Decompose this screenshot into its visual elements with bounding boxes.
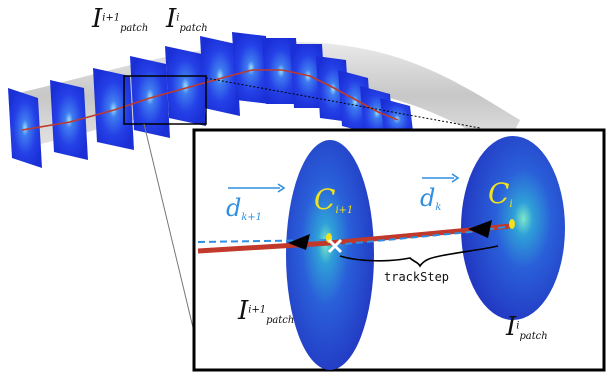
label-patch-i-top: Iipatch xyxy=(166,4,208,35)
patch-disk-left xyxy=(286,140,374,370)
patch-5 xyxy=(165,46,206,126)
patch-3 xyxy=(93,68,134,150)
arrow-head-right xyxy=(468,220,492,238)
label-centroid-i: Ci xyxy=(488,177,513,211)
patch-2 xyxy=(50,80,88,160)
zoom-connector-top xyxy=(205,77,481,129)
vector-arrow-icon xyxy=(422,173,460,183)
patch-7 xyxy=(232,32,270,104)
centerline xyxy=(21,69,399,131)
vector-arrow-icon xyxy=(228,183,286,193)
label-patch-i-plus-1-zoom: Ii+1patch xyxy=(238,296,295,327)
arrow-head-left xyxy=(288,234,310,250)
direction-dashed-right xyxy=(333,225,513,246)
patch-4 xyxy=(130,56,170,138)
label-patch-i-plus-1-top: Ii+1patch xyxy=(92,4,149,35)
trackstep-brace xyxy=(339,245,499,268)
label-trackstep: trackStep xyxy=(384,270,450,284)
label-centroid-i-plus-1: Ci+1 xyxy=(314,183,354,217)
patch-1 xyxy=(8,88,42,168)
zoom-selection-box xyxy=(123,75,207,125)
projected-point-x xyxy=(327,238,343,254)
patch-6 xyxy=(200,36,240,116)
zoom-connector-bottom xyxy=(143,123,197,341)
patch-8 xyxy=(262,38,300,104)
label-direction-k: dk xyxy=(420,173,460,213)
label-direction-k-plus-1: dk+1 xyxy=(226,183,286,223)
centroid-right xyxy=(509,219,515,229)
label-patch-i-zoom: Iipatch xyxy=(506,312,548,343)
